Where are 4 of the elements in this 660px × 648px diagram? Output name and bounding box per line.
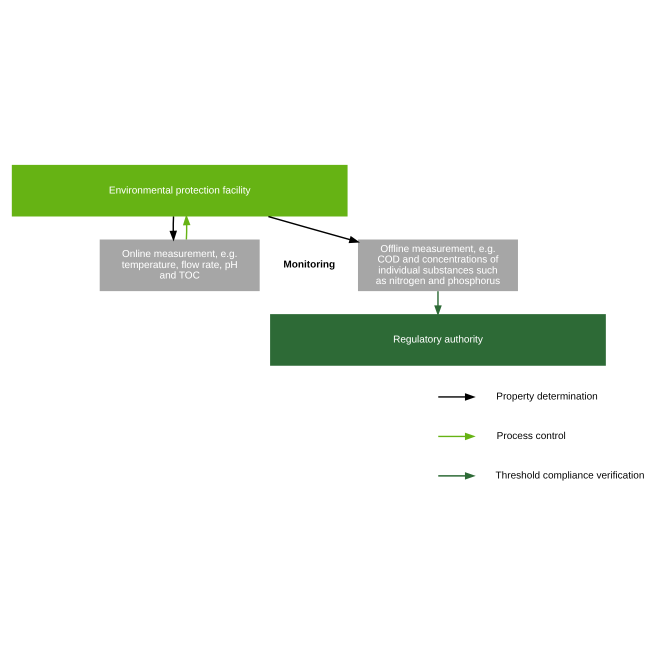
legend-label: Property determination xyxy=(496,391,598,402)
legend-label: Threshold compliance verification xyxy=(496,470,644,482)
label: Monitoring xyxy=(283,258,336,270)
legend-label: Process control xyxy=(496,430,566,442)
